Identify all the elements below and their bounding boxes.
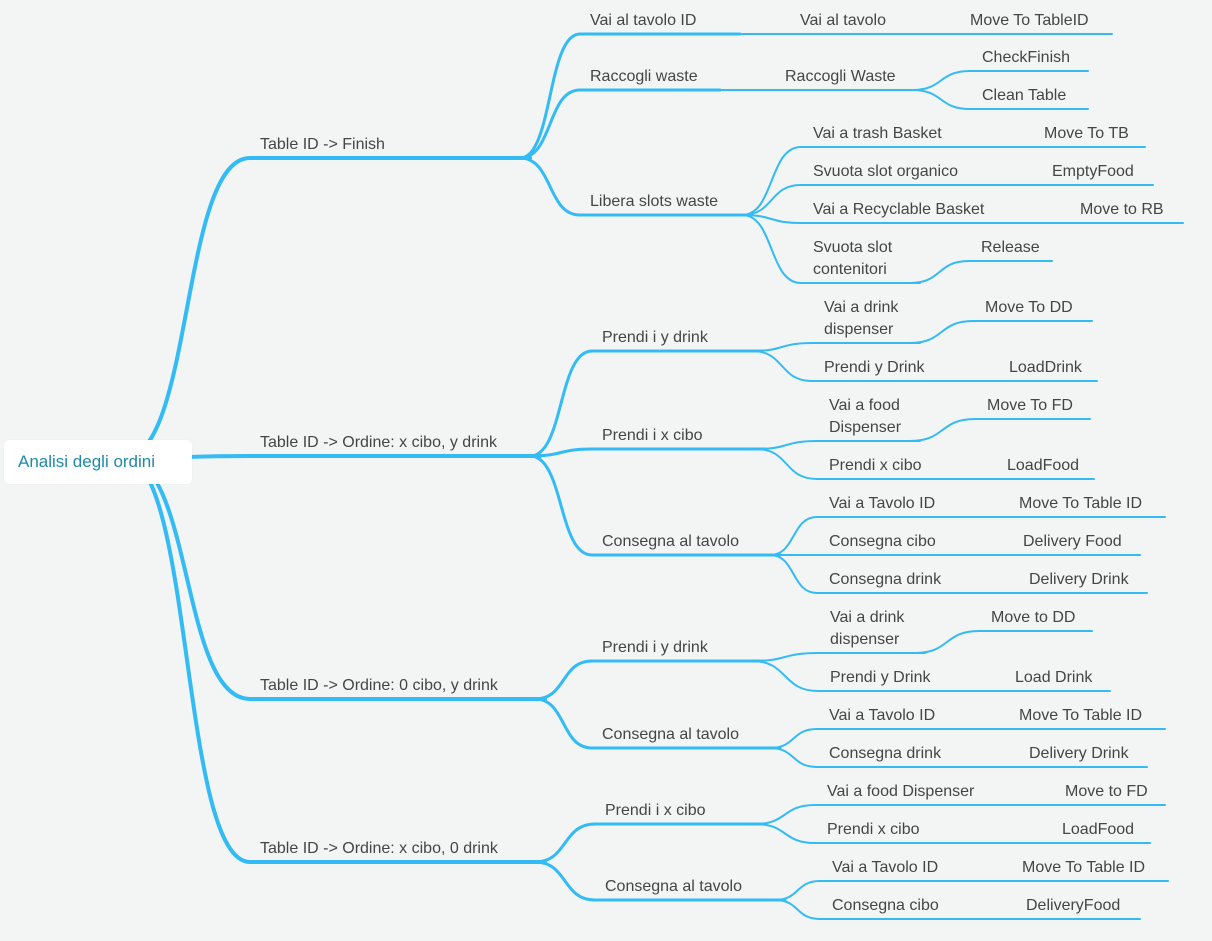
action-topic[interactable]: Delivery Drink [1029, 571, 1129, 588]
connector-branch-subtopic [528, 447, 594, 458]
root-topic[interactable]: Analisi degli ordini [4, 440, 192, 484]
connector-root-branch [122, 456, 252, 864]
branch-topic[interactable]: Table ID -> Ordine: x cibo, y drink [260, 434, 497, 451]
task-topic[interactable]: Prendi y Drink [830, 669, 931, 686]
branch-topic[interactable]: Table ID -> Finish [260, 136, 385, 153]
branch-topic[interactable]: Table ID -> Ordine: 0 cibo, y drink [260, 677, 498, 694]
connector-subtopic-task [751, 652, 819, 662]
task-topic[interactable]: Consegna cibo [832, 897, 939, 914]
connector-subtopic-task [741, 184, 802, 216]
subtopic[interactable]: Raccogli waste [590, 68, 698, 85]
action-topic[interactable]: Move To TB [1044, 125, 1129, 142]
subtopic[interactable]: Consegna al tavolo [605, 878, 742, 895]
subtopic[interactable]: Consegna al tavolo [602, 726, 739, 743]
connector-subtopic-task [741, 214, 802, 284]
connector-subtopic-task [769, 728, 818, 749]
action-topic[interactable]: Move to RB [1080, 201, 1164, 218]
connector-task-action [909, 260, 970, 284]
connector-task-action [911, 70, 971, 91]
task-topic[interactable]: Consegna drink [829, 571, 942, 588]
connector-subtopic-task [751, 342, 813, 352]
action-topic[interactable]: Release [981, 239, 1040, 256]
task-topic[interactable]: Vai a trash Basket [813, 125, 942, 142]
action-topic[interactable]: Move to FD [1065, 783, 1148, 800]
connector-branch-subtopic [533, 659, 594, 701]
subtopic[interactable]: Prendi i y drink [602, 329, 708, 346]
subtopic[interactable]: Vai al tavolo ID [590, 12, 697, 29]
action-topic[interactable]: Delivery Drink [1029, 745, 1129, 762]
task-topic[interactable]: Prendi y Drink [824, 359, 925, 376]
connector-branch-subtopic [518, 32, 582, 160]
connector-root-branch [122, 156, 252, 460]
action-topic[interactable]: LoadFood [1007, 457, 1080, 474]
connector-task-action [909, 320, 974, 344]
action-topic[interactable]: LoadFood [1062, 821, 1135, 838]
connector-branch-subtopic [533, 697, 594, 750]
task-topic[interactable]: Prendi x cibo [829, 457, 922, 474]
task-topic[interactable]: Svuota slot organico [813, 163, 958, 180]
connector-subtopic-task [774, 880, 821, 901]
task-topic[interactable]: Prendi x cibo [827, 821, 920, 838]
task-topic[interactable]: Vai a Tavolo ID [832, 859, 939, 876]
connector-subtopic-task [769, 747, 818, 768]
connector-subtopic-task [769, 516, 818, 556]
action-topic[interactable]: Move to DD [991, 609, 1076, 626]
action-topic[interactable]: DeliveryFood [1026, 897, 1121, 914]
task-topic[interactable]: Vai al tavolo [800, 12, 886, 29]
connector-subtopic-task [755, 440, 818, 450]
task-topic[interactable]: Vai a Tavolo ID [829, 707, 936, 724]
action-topic[interactable]: Move To Table ID [1022, 859, 1146, 876]
task-topic[interactable]: Consegna drink [829, 745, 942, 762]
action-topic[interactable]: Load Drink [1015, 669, 1093, 686]
connector-subtopic-task [741, 146, 802, 216]
action-topic[interactable]: Move To DD [985, 299, 1073, 316]
connector-branch-subtopic [528, 349, 594, 458]
subtopic[interactable]: Prendi i x cibo [605, 802, 706, 819]
connector-branch-subtopic [518, 88, 582, 160]
connector-subtopic-task [751, 350, 813, 382]
connector-task-action [914, 630, 980, 654]
connector-subtopic-task [751, 660, 819, 692]
action-topic[interactable]: Move To FD [987, 397, 1073, 414]
task-topic[interactable]: Vai a Recyclable Basket [813, 201, 985, 218]
subtopic[interactable]: Libera slots waste [590, 193, 719, 210]
connector-subtopic-task [754, 823, 816, 844]
subtopic[interactable]: Prendi i x cibo [602, 427, 703, 444]
action-topic[interactable]: LoadDrink [1009, 359, 1082, 376]
subtopic[interactable]: Prendi i y drink [602, 639, 708, 656]
action-topic[interactable]: Delivery Food [1023, 533, 1122, 550]
connector-subtopic-task [769, 554, 818, 594]
connector-branch-subtopic [528, 454, 594, 557]
action-topic[interactable]: Move To Table ID [1019, 707, 1143, 724]
action-topic[interactable]: EmptyFood [1052, 163, 1134, 180]
action-topic[interactable]: Move To Table ID [1019, 495, 1143, 512]
connector-subtopic-task [774, 899, 821, 920]
branch-topic[interactable]: Table ID -> Ordine: x cibo, 0 drink [260, 840, 498, 857]
connector-subtopic-task [741, 214, 802, 224]
connector-task-action [909, 418, 976, 442]
task-topic[interactable]: Raccogli Waste [785, 68, 896, 85]
connector-branch-subtopic [533, 822, 597, 864]
action-topic[interactable]: CheckFinish [982, 49, 1071, 66]
connector-branch-subtopic [518, 156, 582, 217]
action-topic[interactable]: Clean Table [982, 87, 1067, 104]
task-topic[interactable]: Consegna cibo [829, 533, 936, 550]
connector-branch-subtopic [533, 860, 597, 902]
action-topic[interactable]: Move To TableID [970, 12, 1089, 29]
subtopic[interactable]: Consegna al tavolo [602, 533, 739, 550]
task-topic[interactable]: Vai a Tavolo ID [829, 495, 936, 512]
connector-subtopic-task [754, 804, 816, 825]
connector-task-action [911, 89, 971, 110]
task-topic[interactable]: Vai a food Dispenser [827, 783, 975, 800]
connector-subtopic-task [755, 448, 818, 480]
